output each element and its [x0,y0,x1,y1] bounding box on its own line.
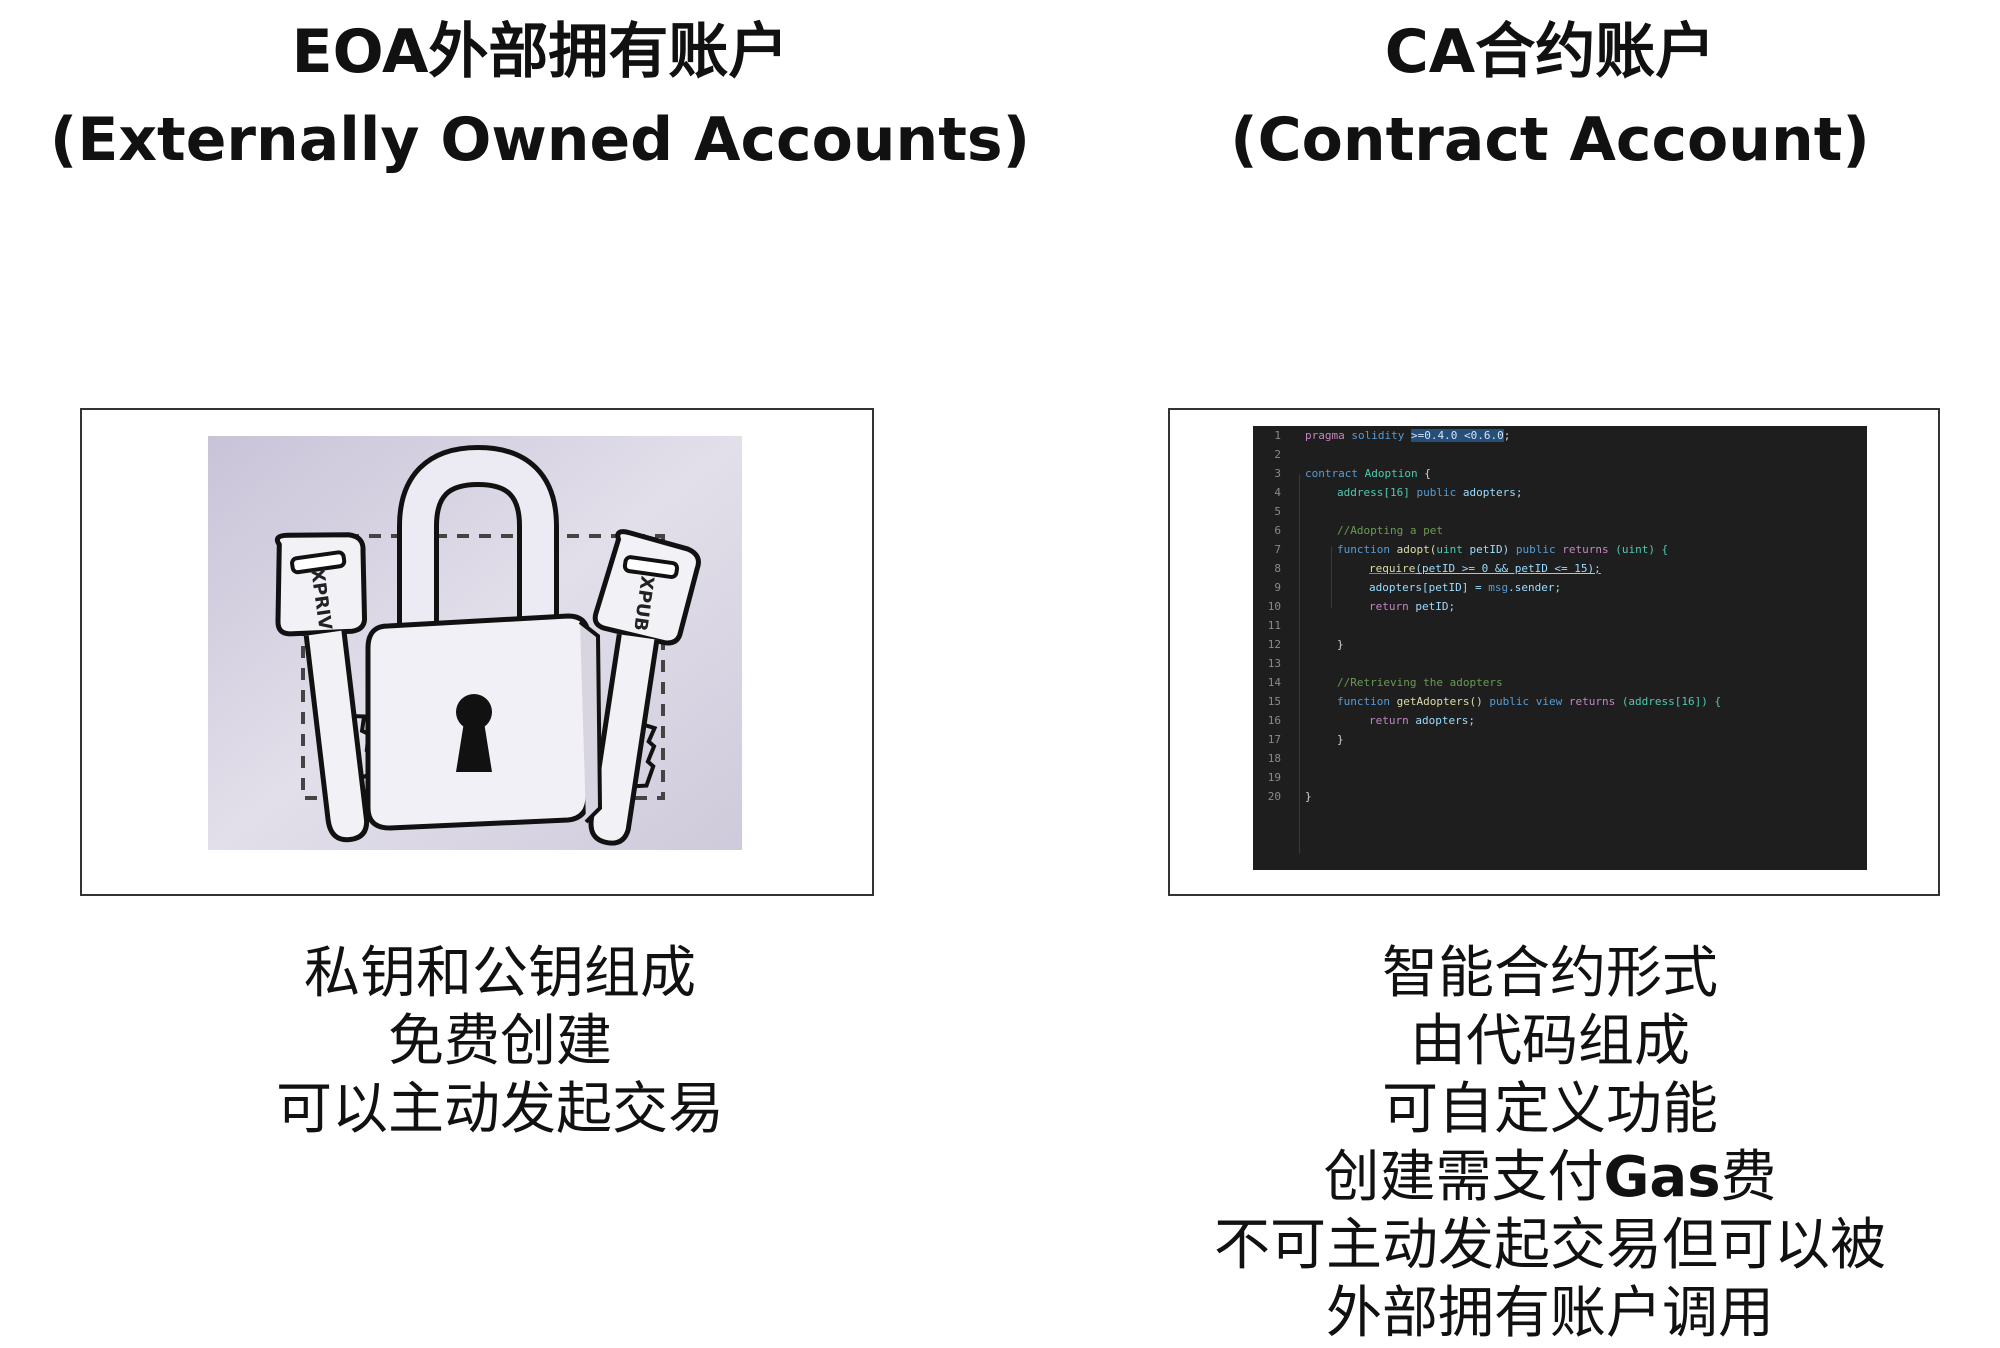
ca-desc-line: 可自定义功能 [1382,1077,1718,1142]
public-key-icon: XPUB [588,529,701,846]
code-line: 12 } [1267,638,1344,651]
private-key-icon: XPRIV [274,532,376,843]
code-line: 4 address[16] public adopters; [1274,486,1523,499]
code-line: 15 function getAdopters() public view re… [1267,695,1722,708]
code-line: 16 return adopters; [1267,714,1475,727]
eoa-title-cn: EOA外部拥有账户 [291,17,789,87]
code-line: 7 function adopt(uint petID) public retu… [1274,543,1669,556]
code-line: 10 return petID; [1267,600,1456,613]
eoa-image-frame: XPRIV XPUB [80,408,874,896]
padlock-icon [365,444,603,831]
eoa-title: EOA外部拥有账户 (Externally Owned Accounts) [20,8,1060,184]
code-line: 9 adopters[petID] = msg.sender; [1274,581,1562,594]
code-line: 17 } [1267,733,1344,746]
code-line: 3 contract Adoption { [1274,467,1431,480]
indent-guide [1299,474,1300,854]
indent-guide [1331,546,1332,608]
code-line: 5 [1274,505,1281,518]
ca-desc-line: 不可主动发起交易但可以被 [1214,1213,1886,1278]
ca-desc-line: 创建需支付Gas费 [1323,1145,1777,1210]
eoa-desc-line: 私钥和公钥组成 [304,941,696,1006]
ca-title-cn: CA合约账户 [1384,17,1716,87]
eoa-description: 私钥和公钥组成 免费创建 可以主动发起交易 [80,940,920,1144]
code-line: 11 [1267,619,1281,632]
ca-description: 智能合约形式 由代码组成 可自定义功能 创建需支付Gas费 不可主动发起交易但可… [1180,940,1920,1348]
ca-title: CA合约账户 (Contract Account) [1170,8,1930,184]
eoa-desc-line: 可以主动发起交易 [276,1077,724,1142]
ca-desc-line: 外部拥有账户调用 [1326,1281,1774,1346]
code-line: 8 require(petID >= 0 && petID <= 15); [1274,562,1601,575]
ca-image-frame: 1 pragma solidity >=0.4.0 <0.6.0; 2 3 co… [1168,408,1940,896]
code-line: 18 [1267,752,1281,765]
code-line: 6 //Adopting a pet [1274,524,1443,537]
ca-title-en: (Contract Account) [1230,105,1870,175]
code-line: 13 [1267,657,1281,670]
code-editor: 1 pragma solidity >=0.4.0 <0.6.0; 2 3 co… [1253,426,1867,870]
lock-and-keys-icon: XPRIV XPUB [208,436,742,850]
eoa-title-en: (Externally Owned Accounts) [49,105,1031,175]
code-line: 14 //Retrieving the adopters [1267,676,1503,689]
ca-desc-line: 智能合约形式 [1382,941,1718,1006]
ca-desc-line: 由代码组成 [1410,1009,1690,1074]
eoa-desc-line: 免费创建 [388,1009,612,1074]
code-line: 20 } [1267,790,1312,803]
code-line: 2 [1274,448,1281,461]
code-line: 19 [1267,771,1281,784]
code-line: 1 pragma solidity >=0.4.0 <0.6.0; [1274,429,1511,442]
